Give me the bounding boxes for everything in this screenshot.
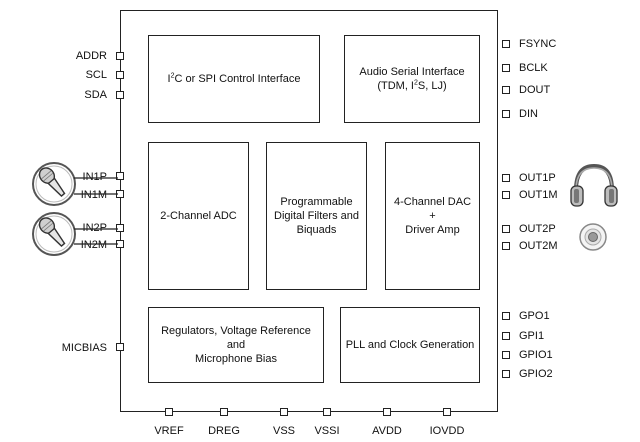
chip-outline	[120, 10, 498, 412]
digital-filters-label: Programmable Digital Filters and Biquads	[274, 196, 359, 236]
pin-label-addr: ADDR	[75, 50, 107, 62]
pin-bclk	[502, 64, 510, 72]
pin-label-bclk: BCLK	[519, 62, 548, 74]
pin-out1p	[502, 174, 510, 182]
microphone-icon	[30, 160, 78, 208]
pin-vssi	[323, 408, 331, 416]
pin-din	[502, 110, 510, 118]
pin-label-gpio1: GPIO1	[519, 349, 553, 361]
pin-sda	[116, 91, 124, 99]
regulators-label: Regulators, Voltage Reference and Microp…	[161, 325, 311, 365]
pin-label-dreg: DREG	[208, 425, 240, 437]
pin-vref	[165, 408, 173, 416]
pin-avdd	[383, 408, 391, 416]
pin-out1m	[502, 191, 510, 199]
pin-label-vss: VSS	[272, 425, 295, 437]
pin-dreg	[220, 408, 228, 416]
pin-label-vref: VREF	[154, 425, 184, 437]
pin-fsync	[502, 40, 510, 48]
adc-label: 2-Channel ADC	[160, 210, 237, 222]
pin-label-in2m: IN2M	[80, 239, 107, 251]
pll-block: PLL and Clock Generation	[340, 307, 480, 383]
pin-label-out2p: OUT2P	[519, 223, 556, 235]
pin-scl	[116, 71, 124, 79]
pin-label-gpi1: GPI1	[519, 330, 545, 342]
pin-gpio2	[502, 370, 510, 378]
audio-serial-interface-label: Audio Serial Interface (TDM, I2S, LJ)	[359, 66, 465, 92]
audio-serial-interface-block: Audio Serial Interface (TDM, I2S, LJ)	[344, 35, 480, 123]
headphones-icon	[568, 160, 620, 212]
pin-label-din: DIN	[519, 108, 538, 120]
dac-label: 4-Channel DAC + Driver Amp	[393, 196, 472, 236]
pin-addr	[116, 52, 124, 60]
control-interface-block: I2C or SPI Control Interface	[148, 35, 320, 123]
pin-label-in1m: IN1M	[80, 189, 107, 201]
pll-label: PLL and Clock Generation	[345, 339, 475, 351]
digital-filters-block: Programmable Digital Filters and Biquads	[266, 142, 367, 290]
pin-label-out1p: OUT1P	[519, 172, 556, 184]
pin-out2p	[502, 225, 510, 233]
pin-in2p	[116, 224, 124, 232]
pin-iovdd	[443, 408, 451, 416]
speaker-icon	[578, 222, 608, 252]
pin-in1p	[116, 172, 124, 180]
pin-label-avdd: AVDD	[372, 425, 402, 437]
pin-label-dout: DOUT	[519, 84, 551, 96]
pin-micbias	[116, 343, 124, 351]
pin-label-scl: SCL	[85, 69, 107, 81]
pin-label-gpio2: GPIO2	[519, 368, 553, 380]
pin-label-gpo1: GPO1	[519, 310, 550, 322]
pin-out2m	[502, 242, 510, 250]
pin-label-out2m: OUT2M	[519, 240, 558, 252]
pin-gpio1	[502, 351, 510, 359]
pin-label-micbias: MICBIAS	[61, 342, 107, 354]
mic1-connector-line	[74, 177, 118, 195]
pin-label-in1p: IN1P	[82, 171, 107, 183]
mic2-connector-line	[74, 228, 118, 245]
pin-vss	[280, 408, 288, 416]
pin-dout	[502, 86, 510, 94]
pin-label-out1m: OUT1M	[519, 189, 558, 201]
dac-block: 4-Channel DAC + Driver Amp	[385, 142, 480, 290]
adc-block: 2-Channel ADC	[148, 142, 249, 290]
pin-label-iovdd: IOVDD	[429, 425, 465, 437]
pin-gpi1	[502, 332, 510, 340]
microphone-icon	[30, 210, 78, 258]
pin-label-fsync: FSYNC	[519, 38, 557, 50]
regulators-block: Regulators, Voltage Reference and Microp…	[148, 307, 324, 383]
pin-label-vssi: VSSI	[314, 425, 340, 437]
pin-gpo1	[502, 312, 510, 320]
control-interface-label: I2C or SPI Control Interface	[167, 72, 301, 85]
pin-label-in2p: IN2P	[82, 222, 107, 234]
pin-label-sda: SDA	[84, 89, 107, 101]
